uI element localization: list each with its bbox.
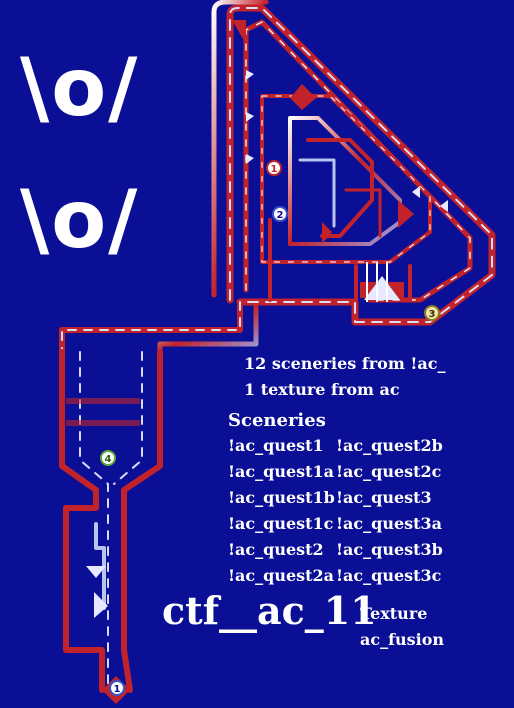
legend-lines	[66, 398, 140, 426]
marker-number: 3	[429, 309, 436, 320]
connecting-corridor	[59, 299, 259, 355]
upper-base-details	[232, 20, 448, 302]
emote-top: \o/	[20, 41, 140, 134]
map-title: ctf__ac_11	[162, 588, 377, 633]
scenery-left-4: !ac_quest1c	[228, 514, 334, 533]
scenery-left-2: !ac_quest1a	[228, 462, 335, 481]
spawn-markers: 1 2 3 4 1	[100, 160, 440, 696]
scenery-right-3: !ac_quest3	[336, 488, 432, 507]
scenery-right-6: !ac_quest3c	[336, 566, 442, 585]
info-line-texture: 1 texture from ac	[244, 380, 400, 399]
scenery-right-5: !ac_quest3b	[336, 540, 443, 559]
scenery-left-5: !ac_quest2	[228, 540, 324, 559]
marker-3: 3	[424, 305, 440, 321]
scenery-right-2: !ac_quest2c	[336, 462, 442, 481]
marker-number: 2	[277, 210, 284, 221]
texture-name: ac_fusion	[360, 630, 445, 649]
scenery-left-3: !ac_quest1b	[228, 488, 335, 507]
scenery-right-1: !ac_quest2b	[336, 436, 443, 455]
marker-number: 4	[105, 454, 112, 465]
emote-bottom: \o/	[20, 173, 140, 266]
marker-2: 2	[272, 206, 288, 222]
upper-base-walls	[211, 0, 496, 326]
marker-1-top: 1	[266, 160, 282, 176]
lower-base-walls	[59, 349, 163, 704]
sceneries-heading: Sceneries	[228, 410, 326, 431]
marker-4: 4	[100, 450, 116, 466]
marker-1-bottom: 1	[109, 680, 125, 696]
marker-number: 1	[271, 164, 278, 175]
scenery-left-6: !ac_quest2a	[228, 566, 335, 585]
scenery-right-4: !ac_quest3a	[336, 514, 443, 533]
marker-number: 1	[114, 684, 121, 695]
scenery-left-1: !ac_quest1	[228, 436, 324, 455]
texture-heading: Texture	[360, 604, 428, 623]
info-line-sceneries: 12 sceneries from !ac_	[244, 354, 446, 373]
